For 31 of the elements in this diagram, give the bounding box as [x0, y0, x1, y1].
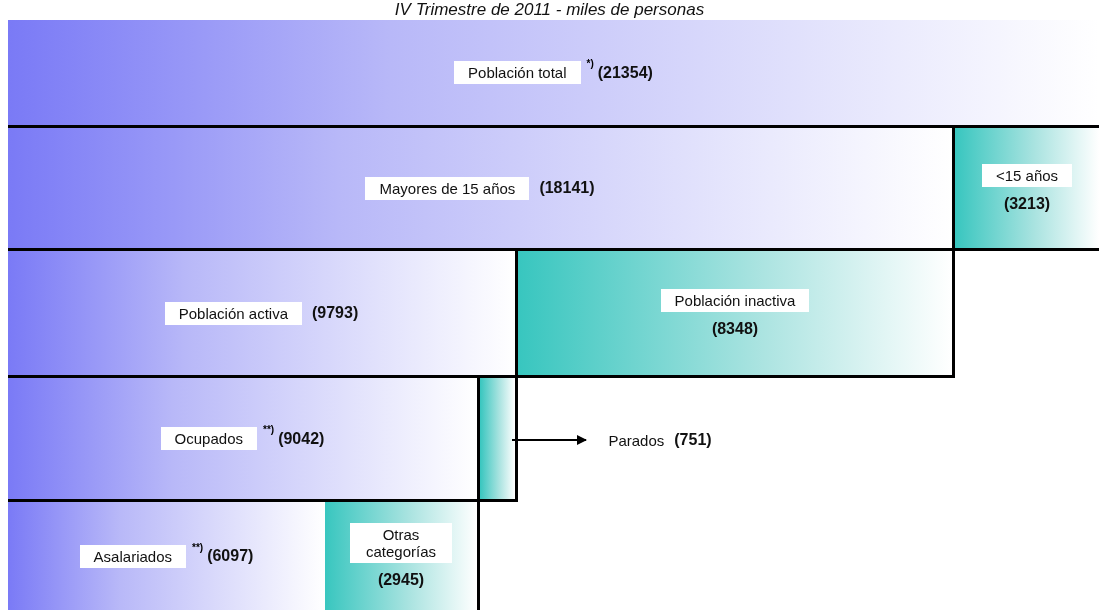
population-box: [325, 502, 480, 610]
category-label: Mayores de 15 años: [365, 176, 530, 200]
population-box: [8, 20, 1099, 128]
footnote-mark: *): [586, 58, 594, 69]
population-value: (21354): [597, 63, 653, 82]
category-label: Población inactiva: [660, 288, 810, 312]
category-label: Población total: [454, 61, 581, 84]
population-value: (2945): [377, 571, 425, 589]
population-value: (9793): [312, 304, 359, 322]
category-label: Parados: [608, 431, 665, 449]
population-box: [8, 128, 955, 251]
arrow: [511, 435, 587, 445]
population-value: (751): [674, 431, 712, 449]
category-label: Ocupados: [160, 427, 257, 450]
chart-title: IV Trimestre de 2011 - miles de personas: [393, 0, 706, 20]
category-label: Otras categorías: [350, 523, 452, 563]
population-value: (8348): [711, 319, 759, 338]
footnote-mark: **): [263, 424, 275, 435]
category-label: <15 años: [981, 163, 1073, 187]
population-value: (6097): [207, 547, 254, 565]
category-label: Asalariados: [79, 544, 186, 568]
footnote-mark: **): [192, 541, 204, 553]
population-box: [8, 378, 480, 502]
population-value: (3213): [1003, 194, 1051, 213]
population-box: [518, 251, 955, 378]
narrow-bar: [480, 378, 518, 502]
category-label: Población activa: [164, 301, 302, 325]
population-box: [955, 128, 1099, 251]
population-value: (9042): [278, 429, 325, 448]
population-value: (18141): [539, 179, 595, 197]
population-box: [8, 251, 518, 378]
